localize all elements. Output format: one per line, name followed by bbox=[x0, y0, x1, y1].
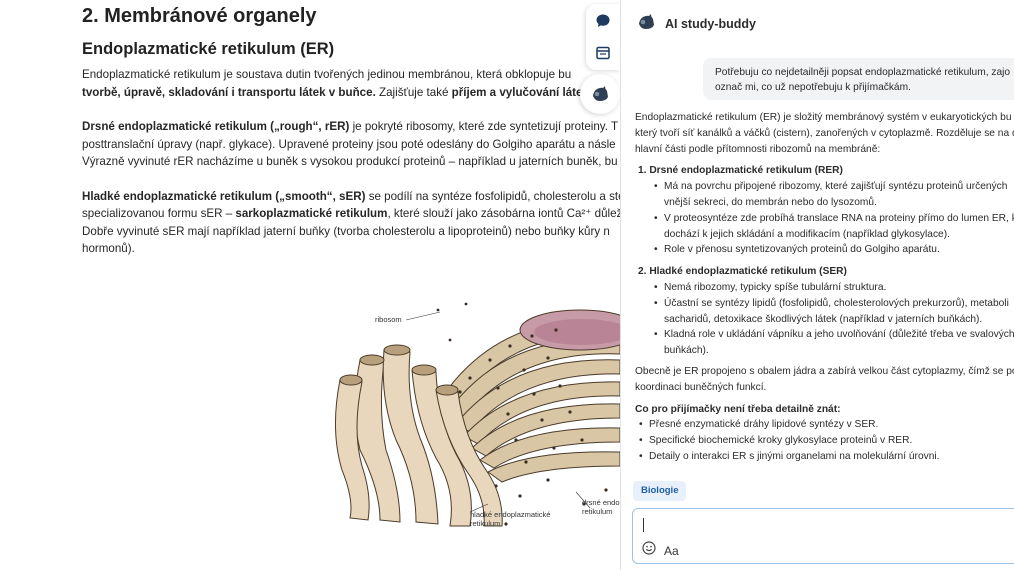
para-text: hormonů). bbox=[82, 242, 135, 255]
label-rough-er: drsné endo retikulum bbox=[582, 498, 620, 516]
para-text: Endoplazmatické retikulum je soustava du… bbox=[82, 68, 572, 81]
text-format-button[interactable]: Aa bbox=[664, 543, 679, 558]
section-title: Co pro přijímačky není třeba detailně zn… bbox=[635, 403, 841, 415]
ai-avatar-icon bbox=[636, 12, 656, 37]
label-line: retikulum bbox=[470, 519, 501, 528]
composer-area: Biologie Aa bbox=[621, 472, 1014, 570]
para-bold: Drsné endoplazmatické retikulum („rough“… bbox=[82, 120, 350, 133]
list-item: V proteosyntéze zde probíhá translace RN… bbox=[654, 211, 1014, 243]
subsection-heading: Endoplazmatické retikulum (ER) bbox=[82, 40, 335, 58]
subject-tag[interactable]: Biologie bbox=[633, 481, 687, 501]
ai-buddy-icon[interactable] bbox=[580, 74, 620, 114]
message-composer[interactable]: Aa bbox=[632, 508, 1014, 564]
er-diagram bbox=[335, 302, 620, 527]
ai-chat-panel: AI study-buddy Potřebuju co nejdetailněj… bbox=[620, 0, 1014, 570]
para-text: Výrazně vyvinuté rER nacházíme u buněk s… bbox=[82, 155, 618, 168]
emoji-icon[interactable] bbox=[642, 541, 656, 560]
para-text: , které slouží jako zásobárna iontů Ca²⁺… bbox=[387, 207, 620, 220]
answer-line: který tvoří síť kanálků a váčků (cistern… bbox=[635, 127, 1014, 139]
text-caret bbox=[643, 518, 644, 532]
message-line: Potřebuju co nejdetailněji popsat endopl… bbox=[715, 67, 1011, 78]
label-line: hladké endoplazmatické bbox=[470, 510, 551, 519]
user-message: Potřebuju co nejdetailněji popsat endopl… bbox=[703, 58, 1014, 100]
chat-bubble-icon[interactable] bbox=[594, 12, 612, 30]
message-input[interactable] bbox=[645, 515, 1005, 535]
para-text: se podílí na syntéze fosfolipidů, choles… bbox=[365, 189, 620, 203]
paragraph-rough-er: Drsné endoplazmatické retikulum („rough“… bbox=[82, 118, 620, 171]
article-pane: 2. Membránové organely Endoplazmatické r… bbox=[82, 5, 620, 540]
para-bold: sarkoplazmatické retikulum bbox=[235, 207, 388, 220]
para-text: Dobře vyvinuté sER mají například jatern… bbox=[82, 224, 610, 238]
list-item: Role v přenosu syntetizovaných proteinů … bbox=[654, 242, 1014, 258]
list-item: Specifické biochemické kroky glykosylace… bbox=[639, 433, 1014, 449]
section-heading: 2. Membránové organely bbox=[82, 5, 317, 27]
list-item: Nemá ribozomy, typicky spíše tubulární s… bbox=[654, 280, 1014, 296]
side-toolbar bbox=[586, 4, 620, 70]
section-title: 1. Drsné endoplazmatické retikulum (RER) bbox=[638, 165, 843, 177]
label-line: retikulum bbox=[582, 507, 613, 516]
paragraph-intro: Endoplazmatické retikulum je soustava du… bbox=[82, 66, 620, 101]
assistant-message: Endoplazmatické retikulum (ER) je složit… bbox=[635, 110, 1014, 465]
section-title: 2. Hladké endoplazmatické retikulum (SER… bbox=[638, 266, 847, 278]
para-text: specializovanou formu sER – bbox=[82, 207, 236, 220]
para-text: posttranslační úpravy (např. glykace). U… bbox=[82, 137, 616, 151]
label-line: drsné endo bbox=[582, 498, 620, 507]
list-item: Kladná role v ukládání vápníku a jeho uv… bbox=[654, 327, 1014, 359]
answer-line: hlavní části podle přítomnosti ribozomů … bbox=[635, 143, 881, 155]
composer-tools: Aa bbox=[642, 541, 679, 560]
section-list: Nemá ribozomy, typicky spíše tubulární s… bbox=[635, 280, 1014, 359]
message-line: označ mi, co už nepotřebuju k přijímačká… bbox=[715, 81, 911, 93]
not-needed-list: Přesné enzymatické dráhy lipidové syntéz… bbox=[635, 417, 1014, 464]
answer-line: Obecně je ER propojeno s obalem jádra a … bbox=[635, 365, 1014, 377]
list-item: Má na povrchu připojené ribozomy, které … bbox=[654, 179, 1014, 211]
er-illustration: ribosom hladké endoplazmatické retikulum… bbox=[320, 290, 620, 540]
para-bold: příjem a vylučování látek bbox=[451, 85, 589, 99]
label-ribosome: ribosom bbox=[375, 315, 402, 324]
paragraph-smooth-er: Hladké endoplazmatické retikulum („smoot… bbox=[82, 188, 620, 258]
list-item: Detaily o interakci ER s jinými organela… bbox=[639, 449, 1014, 465]
panel-title: AI study-buddy bbox=[665, 17, 756, 31]
label-smooth-er: hladké endoplazmatické retikulum bbox=[470, 510, 550, 528]
para-bold: tvorbě, úpravě, skladování i transportu … bbox=[82, 85, 376, 99]
answer-line: Endoplazmatické retikulum (ER) je složit… bbox=[635, 112, 1012, 123]
notes-icon[interactable] bbox=[594, 44, 612, 62]
answer-line: koordinaci buněčných funkcí. bbox=[635, 381, 767, 393]
para-text: je pokryté ribosomy, které zde syntetizu… bbox=[349, 120, 619, 133]
list-item: Přesné enzymatické dráhy lipidové syntéz… bbox=[639, 417, 1014, 433]
panel-header: AI study-buddy bbox=[621, 0, 1014, 48]
section-list: Má na povrchu připojené ribozomy, které … bbox=[635, 179, 1014, 258]
para-bold: Hladké endoplazmatické retikulum („smoot… bbox=[82, 189, 366, 203]
list-item: Účastní se syntézy lipidů (fosfolipidů, … bbox=[654, 296, 1014, 328]
para-text: Zajišťuje také bbox=[375, 85, 452, 99]
